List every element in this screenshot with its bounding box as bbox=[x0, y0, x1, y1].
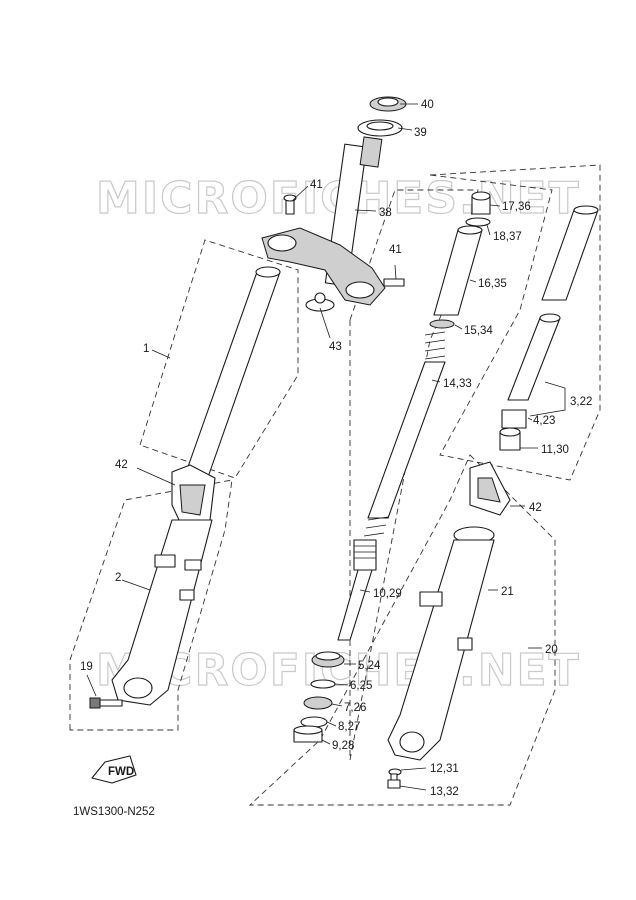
label-14-33: 14,33 bbox=[443, 378, 472, 390]
bolt-41-right bbox=[383, 278, 405, 287]
seal-7 bbox=[303, 696, 333, 710]
label-19: 19 bbox=[80, 661, 93, 673]
label-41a: 41 bbox=[310, 179, 323, 191]
inner-tube-left bbox=[183, 266, 281, 481]
label-41b: 41 bbox=[389, 244, 402, 256]
cap-11 bbox=[499, 427, 521, 451]
under-bracket bbox=[261, 227, 386, 306]
label-21: 21 bbox=[501, 586, 514, 598]
label-16-35: 16,35 bbox=[478, 278, 507, 290]
label-7-26: 7,26 bbox=[344, 702, 366, 714]
label-3-22: 3,22 bbox=[570, 396, 592, 408]
outer-tube-right bbox=[387, 526, 495, 761]
group-outline-1 bbox=[139, 239, 299, 479]
label-2: 2 bbox=[115, 572, 121, 584]
bearing-40 bbox=[369, 96, 407, 112]
cap-bolt-17 bbox=[471, 191, 491, 215]
label-5-24: 5,24 bbox=[358, 660, 381, 672]
outer-tube-left bbox=[111, 519, 213, 706]
bearing-39 bbox=[357, 119, 403, 137]
part-labels: 40 39 41 38 41 43 17,36 18,37 16,35 15,3… bbox=[80, 99, 592, 798]
inner-tube-right bbox=[541, 205, 599, 301]
label-13-32: 13,32 bbox=[430, 786, 459, 798]
label-39: 39 bbox=[414, 127, 427, 139]
fwd-arrow-icon: FWD bbox=[91, 755, 137, 784]
label-4-23: 4,23 bbox=[533, 415, 555, 427]
group-outline-right-lower bbox=[248, 454, 556, 806]
label-8-27: 8,27 bbox=[338, 721, 360, 733]
fwd-label: FWD bbox=[108, 766, 134, 778]
label-1: 1 bbox=[143, 343, 149, 355]
fork-guard-42-left bbox=[171, 464, 216, 523]
oil-seal-5 bbox=[311, 651, 345, 668]
bushing-9 bbox=[293, 725, 323, 743]
label-17-36: 17,36 bbox=[502, 201, 531, 213]
o-ring-18 bbox=[465, 217, 491, 227]
label-18-37: 18,37 bbox=[493, 231, 522, 243]
group-outline-right-upper bbox=[429, 164, 601, 481]
leader-lines bbox=[86, 103, 566, 791]
bolt-41-upper bbox=[283, 194, 297, 215]
cylinder-3 bbox=[507, 313, 561, 401]
label-12-31: 12,31 bbox=[430, 763, 459, 775]
label-10-29: 10,29 bbox=[373, 588, 402, 600]
damper-rod-10 bbox=[337, 539, 377, 641]
label-43: 43 bbox=[329, 341, 342, 353]
bushing-4 bbox=[501, 409, 527, 429]
label-40: 40 bbox=[421, 99, 434, 111]
spacer-16 bbox=[433, 225, 483, 316]
diagram-code: 1WS1300-N252 bbox=[73, 806, 155, 818]
label-11-30: 11,30 bbox=[541, 444, 569, 456]
bolt-19 bbox=[89, 697, 123, 709]
label-42b: 42 bbox=[529, 502, 542, 514]
label-15-34: 15,34 bbox=[464, 325, 493, 337]
group-outline-2 bbox=[69, 479, 233, 731]
label-38: 38 bbox=[379, 207, 392, 219]
fork-guard-42-right bbox=[469, 461, 511, 516]
label-42a: 42 bbox=[115, 459, 128, 471]
label-6-25: 6,25 bbox=[350, 680, 372, 692]
spring-14 bbox=[363, 331, 446, 537]
clip-43 bbox=[305, 292, 335, 312]
washer-8 bbox=[300, 716, 328, 728]
label-20: 20 bbox=[545, 644, 558, 656]
label-9-28: 9,28 bbox=[332, 740, 354, 752]
clip-6 bbox=[310, 679, 336, 689]
washer-15 bbox=[429, 319, 455, 329]
bolt-13 bbox=[387, 773, 401, 789]
